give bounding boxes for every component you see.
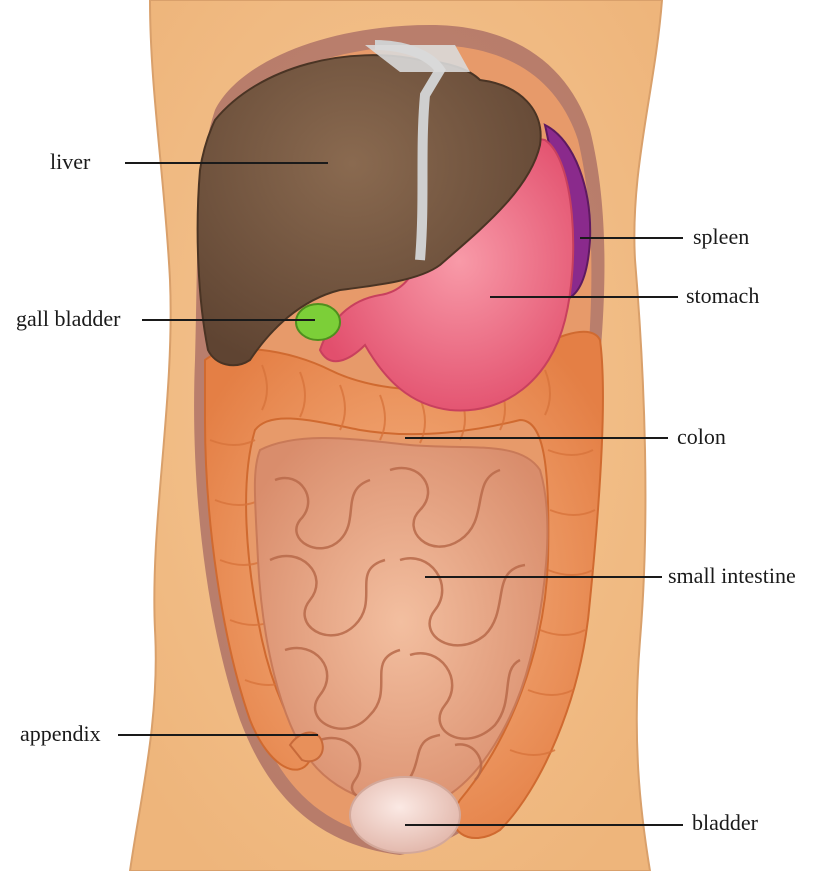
label-colon: colon <box>677 426 726 448</box>
label-bladder: bladder <box>692 812 758 834</box>
label-liver: liver <box>50 151 90 173</box>
bladder-shape <box>350 777 460 853</box>
gall-bladder-shape <box>296 304 340 340</box>
label-appendix: appendix <box>20 723 101 745</box>
label-gall-bladder: gall bladder <box>16 308 120 330</box>
label-small-intestine: small intestine <box>668 565 796 587</box>
label-stomach: stomach <box>686 285 759 307</box>
label-spleen: spleen <box>693 226 749 248</box>
